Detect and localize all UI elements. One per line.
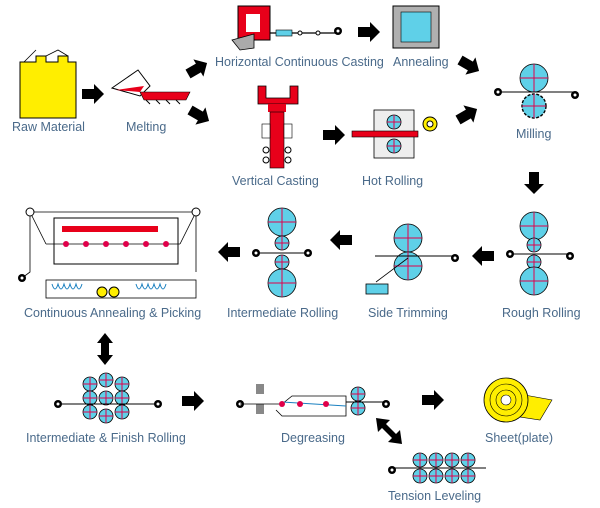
melting-label: Melting <box>126 120 166 134</box>
arrow-trimming-to-intermediate <box>330 230 352 250</box>
arrow-finish-to-degreasing <box>182 391 204 411</box>
melting-icon <box>110 69 191 105</box>
arrow-melting-to-horizontal <box>183 54 213 83</box>
hot-rolling-icon <box>351 109 438 159</box>
arrow-annealing-to-finish <box>97 333 113 365</box>
finish-rolling-label: Intermediate & Finish Rolling <box>26 431 186 445</box>
rough-rolling-icon <box>506 211 574 296</box>
intermediate-rolling-icon <box>252 207 312 298</box>
degreasing-icon <box>236 384 390 417</box>
arrow-degreasing-to-sheet <box>422 390 444 410</box>
raw-material-label: Raw Material <box>12 120 85 134</box>
annealing-label: Annealing <box>393 55 449 69</box>
arrow-vcast-to-hotrolling <box>323 125 345 145</box>
arrow-raw-to-melting <box>82 84 104 104</box>
continuous-annealing-label: Continuous Annealing & Picking <box>24 306 201 320</box>
sheet-plate-label: Sheet(plate) <box>485 431 553 445</box>
tension-leveling-icon <box>388 452 486 484</box>
vertical-casting-label: Vertical Casting <box>232 174 319 188</box>
arrow-melting-to-vertical <box>185 101 215 130</box>
sheet-plate-icon <box>483 377 553 423</box>
arrow-annealing-to-milling <box>455 51 485 80</box>
hot-rolling-label: Hot Rolling <box>362 174 423 188</box>
arrow-intermediate-to-annealing <box>218 242 240 262</box>
continuous-annealing-icon <box>18 207 201 299</box>
finish-rolling-icon <box>54 372 162 424</box>
annealing-icon <box>392 5 440 49</box>
degreasing-label: Degreasing <box>281 431 345 445</box>
arrow-hotrolling-to-milling <box>453 100 483 129</box>
arrow-degreasing-tension <box>376 418 402 444</box>
arrow-hcast-to-annealing <box>358 22 380 42</box>
horizontal-casting-icon <box>231 5 342 51</box>
horizontal-casting-label: Horizontal Continuous Casting <box>215 55 384 69</box>
side-trimming-label: Side Trimming <box>368 306 448 320</box>
vertical-casting-icon <box>257 85 299 169</box>
raw-material-icon <box>19 49 77 119</box>
intermediate-rolling-label: Intermediate Rolling <box>227 306 338 320</box>
milling-icon <box>494 63 579 119</box>
arrow-milling-to-rough <box>524 172 544 194</box>
rough-rolling-label: Rough Rolling <box>502 306 581 320</box>
milling-label: Milling <box>516 127 551 141</box>
arrow-rough-to-trimming <box>472 246 494 266</box>
tension-leveling-label: Tension Leveling <box>388 489 481 503</box>
side-trimming-icon <box>365 223 459 295</box>
